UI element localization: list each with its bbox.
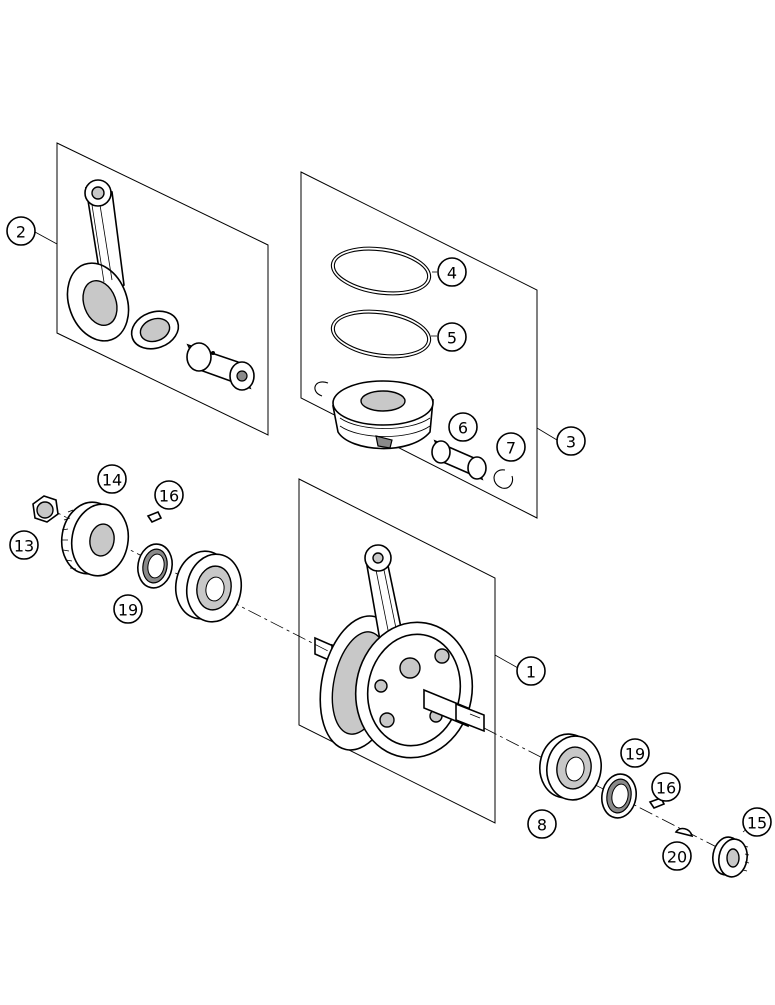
axis-line-right bbox=[483, 727, 739, 859]
panel-outline-1 bbox=[298, 478, 496, 824]
panel-outline-2 bbox=[56, 142, 269, 436]
svg-text:7: 7 bbox=[506, 439, 516, 458]
panel-piston-kit bbox=[300, 171, 558, 519]
svg-text:19: 19 bbox=[118, 601, 138, 620]
callout-5: 5 bbox=[437, 322, 467, 352]
callout-20: 20 bbox=[662, 841, 692, 871]
callout-4: 4 bbox=[437, 257, 467, 287]
panel-connecting-rod-kit bbox=[34, 142, 269, 436]
leader-1 bbox=[494, 654, 519, 669]
key-20 bbox=[674, 827, 694, 838]
svg-text:20: 20 bbox=[667, 848, 687, 867]
svg-text:19: 19 bbox=[625, 745, 645, 764]
svg-text:16: 16 bbox=[159, 487, 179, 506]
crankshaft-flywheel-front bbox=[354, 621, 474, 759]
callout-8: 8 bbox=[527, 809, 557, 839]
svg-text:5: 5 bbox=[447, 329, 457, 348]
callout-3: 3 bbox=[556, 426, 586, 456]
leader-3 bbox=[536, 427, 558, 441]
svg-text:13: 13 bbox=[14, 537, 34, 556]
svg-text:16: 16 bbox=[656, 779, 676, 798]
circlip-left bbox=[314, 381, 329, 397]
shaft-seal-19-left bbox=[137, 543, 173, 589]
gear-15 bbox=[712, 836, 750, 878]
piston bbox=[332, 380, 434, 450]
shaft-seal-19-right bbox=[601, 773, 637, 819]
connecting-rod bbox=[66, 179, 130, 342]
crankshaft-main-journal bbox=[423, 688, 485, 733]
piston-pin-small bbox=[431, 439, 487, 481]
piston-ring-top bbox=[330, 246, 432, 296]
callout-14: 14 bbox=[97, 464, 127, 494]
callout-6: 6 bbox=[448, 412, 478, 442]
svg-text:4: 4 bbox=[447, 264, 457, 283]
callout-2: 2 bbox=[6, 216, 36, 246]
svg-text:14: 14 bbox=[102, 471, 122, 490]
callout-16-right: 16 bbox=[651, 772, 681, 802]
primary-gear-14 bbox=[60, 501, 130, 577]
ball-bearing-left bbox=[174, 550, 243, 623]
panel-outline-3 bbox=[300, 171, 538, 519]
svg-text:1: 1 bbox=[526, 663, 536, 682]
callout-16-left: 16 bbox=[154, 480, 184, 510]
piston-ring-second bbox=[330, 309, 432, 359]
ball-bearing-right-8 bbox=[539, 733, 602, 801]
callout-1: 1 bbox=[516, 656, 546, 686]
nut-13 bbox=[32, 495, 59, 523]
callout-13: 13 bbox=[9, 530, 39, 560]
callout-15: 15 bbox=[742, 807, 772, 837]
panel-crankshaft bbox=[298, 478, 519, 824]
leader-2 bbox=[34, 231, 58, 245]
svg-text:8: 8 bbox=[537, 816, 547, 835]
svg-text:6: 6 bbox=[458, 419, 468, 438]
callout-19-right: 19 bbox=[620, 738, 650, 768]
svg-text:15: 15 bbox=[747, 814, 767, 833]
circlip-right bbox=[493, 469, 514, 489]
callout-19-left: 19 bbox=[113, 594, 143, 624]
woodruff-key-16-left bbox=[146, 510, 163, 524]
svg-text:2: 2 bbox=[16, 223, 26, 242]
needle-bearing bbox=[130, 310, 180, 350]
callout-7: 7 bbox=[496, 432, 526, 462]
svg-text:3: 3 bbox=[566, 433, 576, 452]
piston-pin bbox=[186, 342, 255, 391]
